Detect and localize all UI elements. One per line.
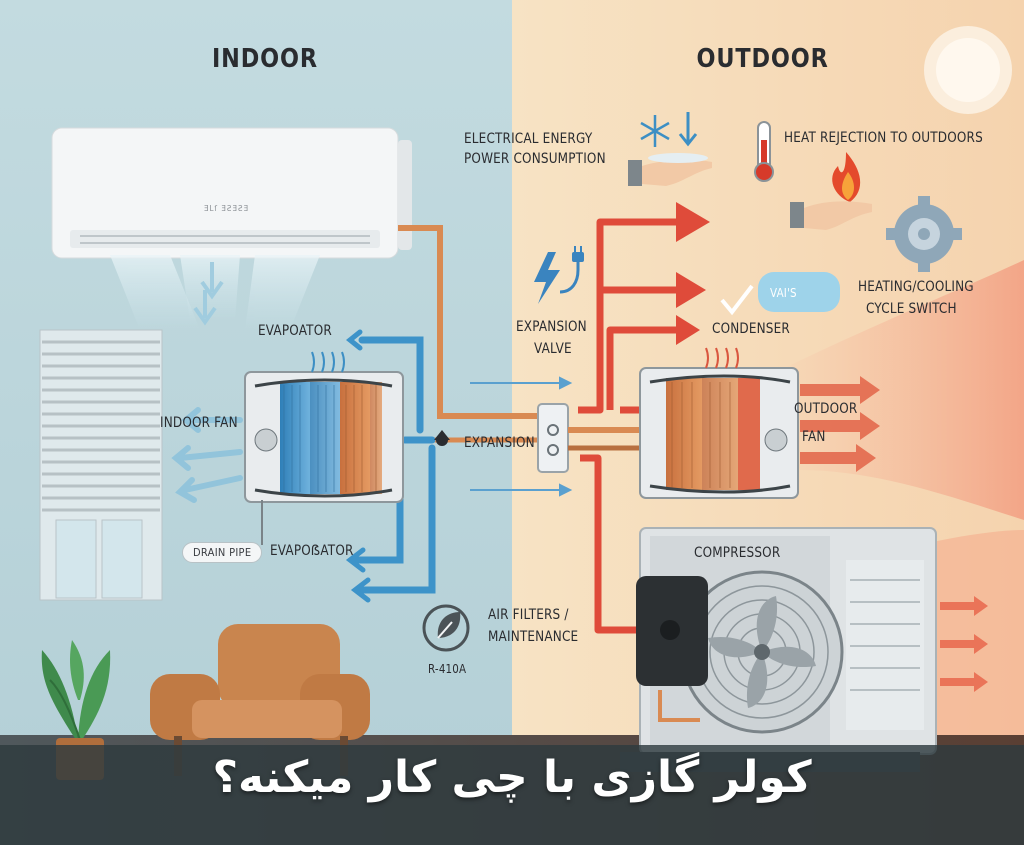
cold-refrigerant-lines [345,329,436,603]
airflow-arrows-thin [470,376,573,497]
indoor-fan-airflow [171,407,243,503]
heat-hand-icon [790,201,872,230]
valve-icon [434,430,450,446]
heating-cooling-label: HEATING/COOLING [858,279,974,295]
hand-icon [628,153,712,186]
window-blinds-icon [39,329,163,601]
lightning-plug-icon [534,246,584,304]
outdoor-unit [620,527,937,772]
expansion-valve-label: EXPANSION [516,319,587,335]
indoor-heading: INDOOR [212,44,318,74]
indoor-ac-unit [51,127,412,259]
flame-icon [832,152,861,202]
outdoor-heading: OUTDOOR [696,44,829,74]
footer-banner [0,745,1024,845]
badge-text: VAI'S [770,286,797,300]
compressor-hot-air [940,596,988,692]
thermometer-icon [754,121,774,182]
indoor-fan-label: INDOOR FAN [160,415,238,431]
outdoor-fan-label: OUTDOOR [794,401,858,417]
cold-air-stream [110,255,320,330]
badge-icon [758,272,840,312]
electrical-energy-label: ELECTRICAL ENERGY [464,131,593,147]
leaf-recycle-icon [422,604,470,652]
sun-icon [924,26,1012,114]
power-consumption-label: POWER CONSUMPTION [464,151,606,167]
indoor-unit-brand: ƎLſ ƎƧƎƧƎ [204,204,250,213]
condenser-coil [639,347,799,499]
evaporator-label-bottom: EVAPOẞATOR [270,543,354,559]
condenser-label: CONDENSER [712,321,790,337]
hot-refrigerant-lines [578,218,680,634]
hot-arrowheads [676,202,710,345]
cycle-switch-label: CYCLE SWITCH [866,301,957,317]
footer-title: کولر گازی با چی کار میکنه؟ [212,752,812,803]
outdoor-fan-label-2: FAN [802,429,826,445]
air-filters-label: AIR FILTERS / [488,607,569,623]
evaporator-label-top: EVAPOATOR [258,323,332,339]
refrigerant-line-indoor [398,225,540,419]
check-icon [720,284,754,316]
refrigerant-label: R-410A [428,662,467,676]
maintenance-label: MAINTENANCE [488,629,579,645]
expansion-valve-unit [537,403,569,473]
down-arrow-icon [678,112,698,147]
snowflake-icon [640,115,670,147]
gear-icon [886,196,962,272]
evaporator-coil [244,351,404,503]
expansion-valve-label-2: VALVE [534,341,572,357]
heat-rejection-label: HEAT REJECTION TO OUTDOORS [784,130,983,146]
outdoor-fan-airflow [800,376,880,472]
expansion-label: EXPANSION [464,435,535,451]
drain-pipe-label: DRAIN PIPE [182,542,263,563]
compressor-label: COMPRESSOR [694,545,781,561]
